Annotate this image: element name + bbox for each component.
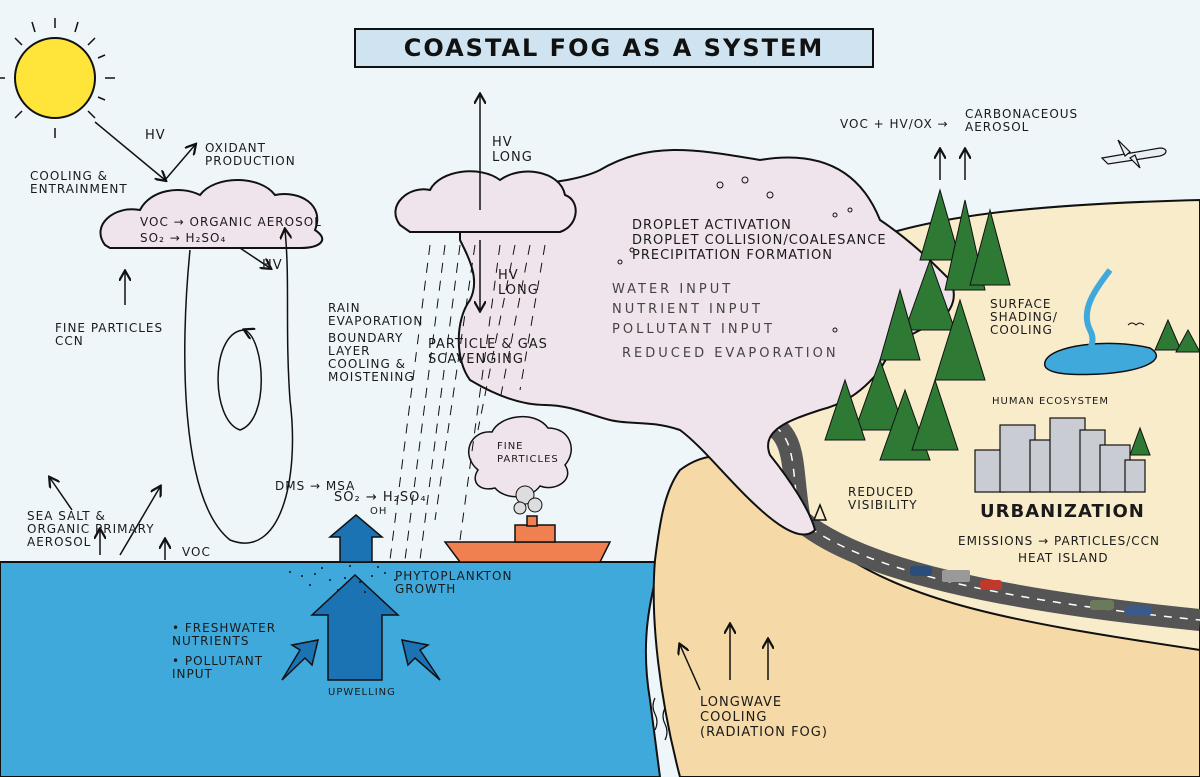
cloud-left xyxy=(99,179,324,249)
emissions-label: EMISSIONS → PARTICLES/CCN xyxy=(958,534,1161,548)
longwave-label: LONGWAVE COOLING (RADIATION FOG) xyxy=(700,695,828,740)
circulation-inner xyxy=(217,330,262,431)
fine-particles-label: FINE PARTICLES xyxy=(497,441,559,465)
hv-long-up-label: hv LONG xyxy=(492,135,533,165)
cooling-label: COOLING & ENTRAINMENT xyxy=(30,169,128,196)
human-eco-label: HUMAN ECOSYSTEM xyxy=(992,396,1109,407)
boundary-label: BOUNDARY LAYER COOLING & MOISTENING xyxy=(328,331,415,384)
carbonaceous-label: CARBONACEOUS AEROSOL xyxy=(965,107,1079,134)
cloud-smoke xyxy=(467,415,573,498)
hv-sun-label: hv xyxy=(145,128,166,143)
urbanization-label: URBANIZATION xyxy=(980,501,1145,522)
cloud-center xyxy=(394,170,577,233)
freshwater-label: • FRESHWATER NUTRIENTS xyxy=(172,621,277,648)
upwelling-arrow xyxy=(310,573,400,681)
rain-evap-label: RAIN EVAPORATION xyxy=(328,301,424,328)
road xyxy=(756,409,1200,631)
circulation-loop xyxy=(184,230,294,544)
sun-icon xyxy=(0,18,115,138)
oxidant-label: OXIDANT PRODUCTION xyxy=(205,141,296,168)
arrows xyxy=(50,95,965,691)
warning-icon xyxy=(812,502,828,521)
hv-cloud-label: hv xyxy=(262,258,283,273)
upwelling-label: UPWELLING xyxy=(328,687,396,698)
river xyxy=(1077,268,1113,363)
oh-label: OH xyxy=(370,506,388,517)
scavenging-label: PARTICLE & GAS SCAVENGING xyxy=(428,337,548,367)
forest xyxy=(824,188,1200,461)
title-text: COASTAL FOG AS A SYSTEM xyxy=(403,34,825,62)
so2-h2so4-label: SO₂ → H₂SO₄ xyxy=(140,231,227,245)
ship-icon xyxy=(443,515,612,563)
voc-label: VOC xyxy=(182,545,211,559)
fog-bank xyxy=(457,149,955,536)
car-icon xyxy=(910,566,1151,616)
heat-island-label: HEAT ISLAND xyxy=(1018,551,1109,565)
hv-long-down-label: hv LONG xyxy=(498,268,539,298)
emission-arrow xyxy=(327,514,385,563)
diagram-title: COASTAL FOG AS A SYSTEM xyxy=(354,28,874,68)
phyto-label: PHYTOPLANKTON GROWTH xyxy=(395,569,513,596)
voc-organic-label: VOC → ORGANIC AEROSOL xyxy=(140,215,322,229)
fine-ccn-label: FINE PARTICLES CCN xyxy=(55,321,164,348)
airplane-icon xyxy=(1100,139,1167,169)
city-icon xyxy=(974,417,1146,493)
droplet-label: DROPLET ACTIVATION DROPLET COLLISION/COA… xyxy=(632,218,887,263)
lake xyxy=(1044,342,1158,376)
reduced-evap-label: REDUCED EVAPORATION xyxy=(622,346,839,361)
rain xyxy=(389,244,546,561)
pollutant-label: • POLLUTANT INPUT xyxy=(172,654,264,681)
voc-hv-ox-label: VOC + hv/OX → xyxy=(840,117,949,131)
reduced-vis-label: REDUCED VISIBILITY xyxy=(848,485,918,512)
surface-label: SURFACE SHADING/ COOLING xyxy=(990,297,1058,337)
sea-salt-label: SEA SALT & ORGANIC PRIMARY AEROSOL xyxy=(27,509,155,549)
so2-line-label: SO₂ → H₂SO₄ xyxy=(334,490,427,505)
dms-label: DMS → MSA xyxy=(275,479,356,493)
inputs-label: WATER INPUT NUTRIENT INPUT POLLUTANT INP… xyxy=(612,282,775,337)
